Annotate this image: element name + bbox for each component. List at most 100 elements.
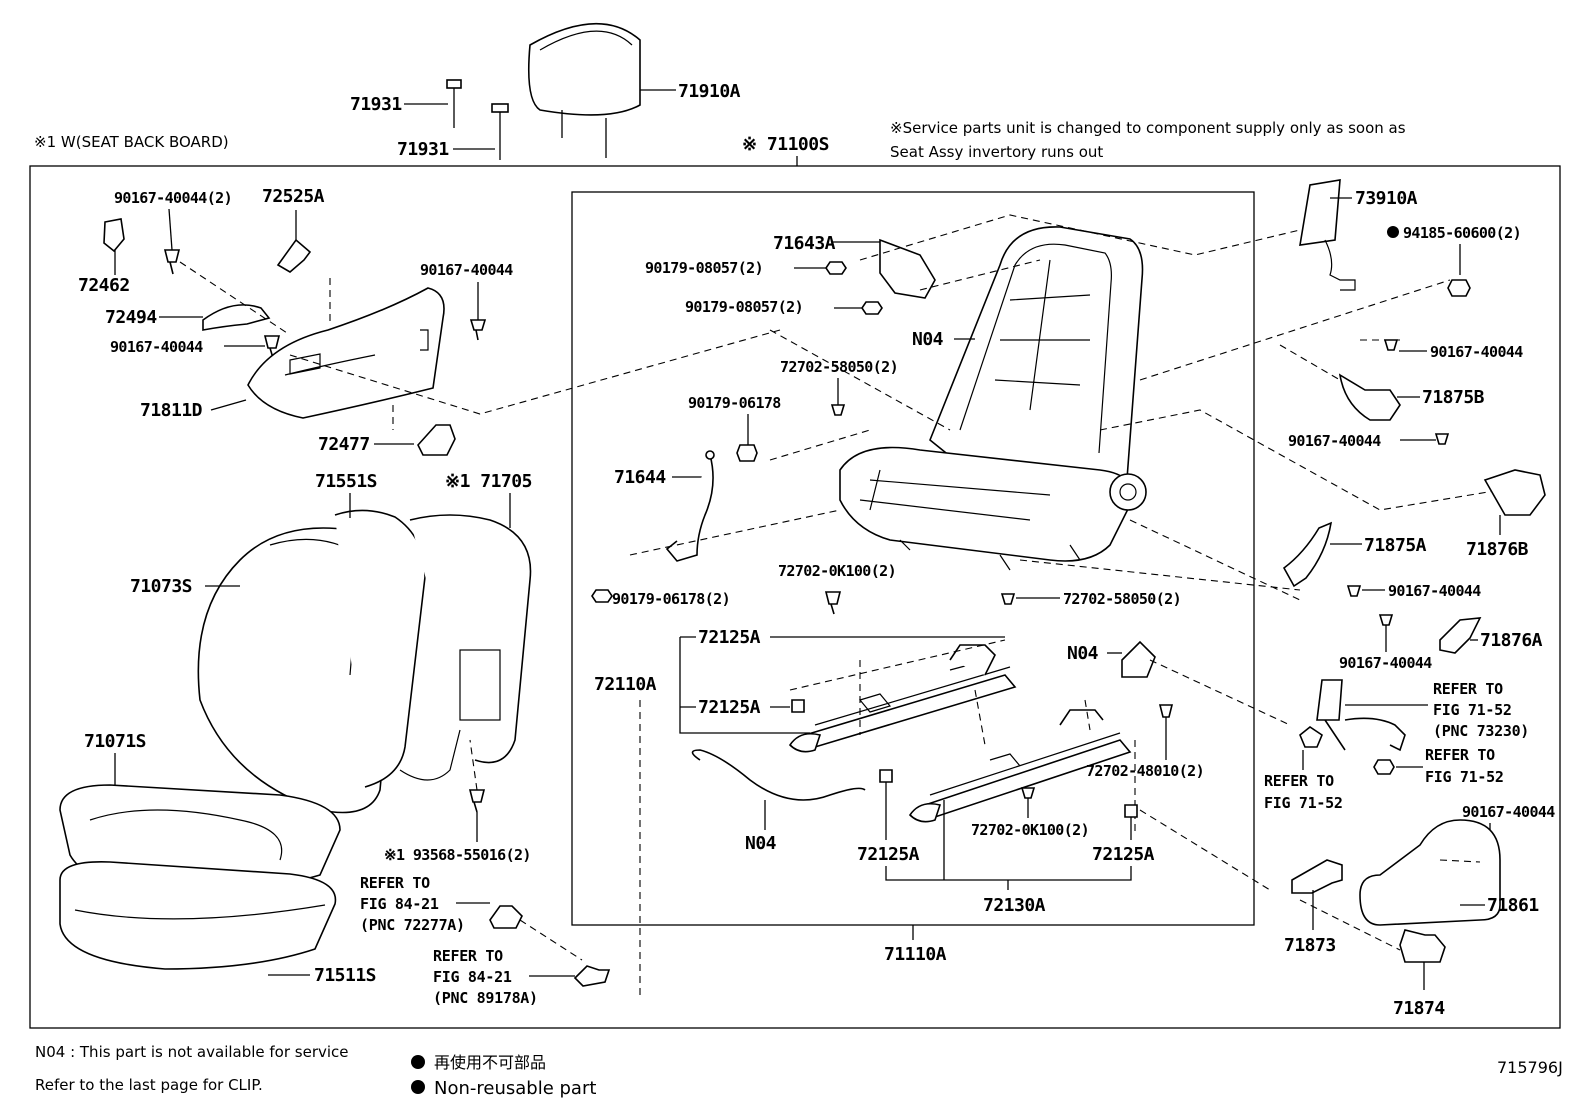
non-reusable-en: Non-reusable part [434, 1078, 596, 1099]
headrest-guide-drawing [446, 79, 509, 160]
cover-72477-drawing [417, 424, 456, 456]
label-71876A: 71876A [1480, 630, 1543, 651]
label-72702-58050-top: 72702-58050(2) [780, 358, 898, 376]
cover-73910A-drawing [1299, 179, 1341, 246]
service-note-line2: Seat Assy invertory runs out [890, 143, 1103, 161]
label-90179-08057-b: 90179-08057(2) [685, 298, 803, 316]
cover-71876B-drawing [1483, 469, 1546, 516]
non-reusable-dot [411, 1055, 425, 1069]
clip-drawing [489, 905, 523, 929]
ref-84-21b-line2: FIG 84-21 [433, 968, 512, 986]
nut-icon [825, 261, 847, 275]
label-90167-40044-r1: 90167-40044 [1430, 343, 1523, 361]
connector-drawing [573, 965, 611, 987]
label-71511S: 71511S [314, 965, 376, 986]
label-71643A: 71643A [773, 233, 836, 254]
clip-drawing [1299, 726, 1323, 748]
bracket-71873-drawing [1291, 859, 1343, 894]
non-reusable-dot [1387, 226, 1399, 238]
buckle-drawing [1316, 679, 1406, 752]
nut-icon [736, 444, 758, 462]
label-N04-wire: N04 [745, 833, 777, 854]
screw-icon [1434, 433, 1450, 445]
ref-71-52-left-line1: REFER TO [1264, 772, 1334, 790]
lever-72525A-drawing [276, 238, 312, 273]
label-71100S: ※ 71100S [742, 134, 829, 155]
label-90167-40044-l1: 90167-40044 [420, 261, 513, 279]
ref-71-52-pnc-line1: REFER TO [1433, 680, 1503, 698]
outer-frame [29, 165, 1561, 1029]
label-72125A-1: 72125A [698, 627, 761, 648]
label-71910A: 71910A [678, 81, 741, 102]
label-71073S: 71073S [130, 576, 192, 597]
service-note-line1: ※Service parts unit is changed to compon… [890, 119, 1406, 137]
label-71873: 71873 [1284, 935, 1336, 956]
headrest-drawing [527, 22, 641, 158]
label-N04-rail: N04 [1067, 643, 1099, 664]
nut-icon [1373, 759, 1395, 775]
label-71705: ※1 71705 [445, 471, 532, 492]
ref-71-52-left-line2: FIG 71-52 [1264, 794, 1343, 812]
bracket-71874-drawing [1399, 929, 1446, 963]
ref-71-52-pnc-line3: (PNC 73230) [1433, 722, 1529, 740]
screw-icon [1378, 614, 1394, 626]
label-72130A: 72130A [983, 895, 1046, 916]
clip-note: Refer to the last page for CLIP. [35, 1076, 263, 1094]
screw-icon [468, 789, 486, 813]
screw-icon [1383, 339, 1399, 351]
shield-71811D-drawing [247, 287, 445, 419]
bolt-icon [1000, 593, 1016, 605]
knob-72462-drawing [103, 218, 125, 253]
label-71874: 71874 [1393, 998, 1445, 1019]
screw-icon [469, 319, 487, 341]
lever-72494-drawing [202, 304, 271, 331]
label-71875A: 71875A [1364, 535, 1427, 556]
bolt-icon [1158, 704, 1174, 718]
cover-71875A-drawing [1282, 521, 1333, 588]
label-90179-06178-2: 90179-06178(2) [612, 590, 730, 608]
label-90167-40044-l2: 90167-40044 [110, 338, 203, 356]
label-71861: 71861 [1487, 895, 1539, 916]
seatback-cover-drawing [197, 509, 532, 814]
label-72702-0K100-top: 72702-0K100(2) [778, 562, 896, 580]
ref-71-52-right-line1: REFER TO [1425, 746, 1495, 764]
label-72494: 72494 [105, 307, 157, 328]
label-72110A: 72110A [594, 674, 657, 695]
label-72125A-3: 72125A [857, 844, 920, 865]
seat-cushion-drawing [59, 784, 341, 970]
label-71811D: 71811D [140, 400, 203, 421]
wire-N04-drawing [691, 749, 866, 801]
seat-track-drawing [788, 640, 1156, 823]
label-71876B: 71876B [1466, 539, 1529, 560]
screw-icon [163, 249, 181, 275]
non-reusable-jp: 再使用不可部品 [434, 1053, 546, 1072]
seat-back-board-note: ※1 W(SEAT BACK BOARD) [34, 133, 229, 151]
ref-84-21a-line2: FIG 84-21 [360, 895, 439, 913]
label-90179-06178: 90179-06178 [688, 394, 781, 412]
label-71875B: 71875B [1422, 387, 1485, 408]
label-71110A: 71110A [884, 944, 947, 965]
ref-84-21a-line3: (PNC 72277A) [360, 916, 465, 934]
cover-71875B-drawing [1338, 373, 1401, 421]
nut-icon [591, 589, 613, 603]
label-71931-b: 71931 [397, 139, 449, 160]
bracket-icon [791, 699, 805, 713]
label-90179-08057-a: 90179-08057(2) [645, 259, 763, 277]
ref-71-52-right-line2: FIG 71-52 [1425, 768, 1504, 786]
label-71644: 71644 [614, 467, 666, 488]
label-72702-48010: 72702-48010(2) [1086, 762, 1204, 780]
non-reusable-dot [411, 1080, 425, 1094]
screw-icon [1346, 585, 1362, 597]
label-72702-0K100-bot: 72702-0K100(2) [971, 821, 1089, 839]
nut-icon [861, 301, 883, 315]
label-72702-58050-bot: 72702-58050(2) [1063, 590, 1181, 608]
label-71931-a: 71931 [350, 94, 402, 115]
ref-71-52-pnc-line2: FIG 71-52 [1433, 701, 1512, 719]
seat-frame-drawing [839, 226, 1147, 571]
label-90167-40044-r3: 90167-40044 [1388, 582, 1481, 600]
label-72477: 72477 [318, 434, 370, 455]
bolt-icon [830, 404, 846, 416]
label-71071S: 71071S [84, 731, 146, 752]
label-90167-40044-r5: 90167-40044 [1462, 803, 1555, 821]
